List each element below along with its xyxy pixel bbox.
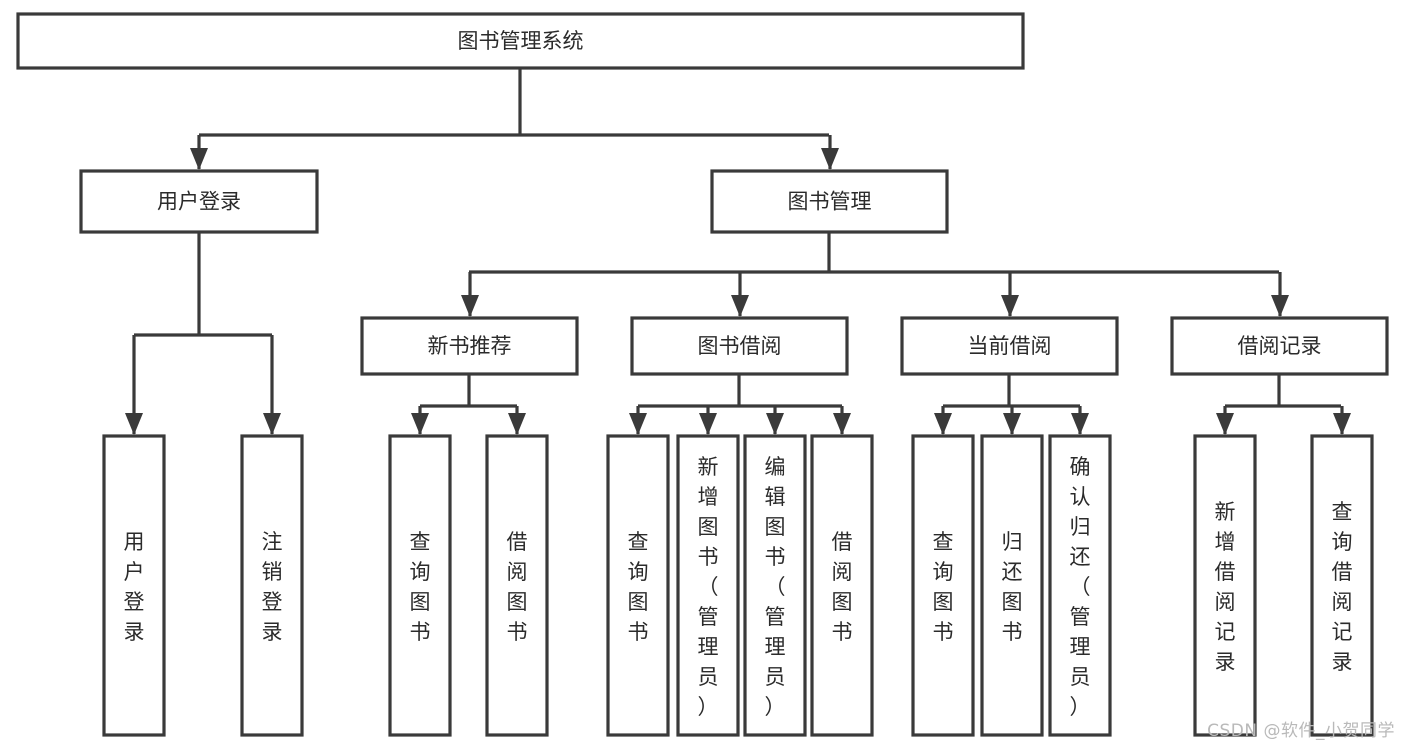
node-box[interactable] [710, 169, 949, 234]
node-label: 新书推荐 [428, 334, 512, 358]
node-label: 图书借阅 [698, 334, 782, 358]
node-label: 当前借阅 [968, 334, 1052, 358]
edge-arrowhead [629, 413, 647, 435]
node-leaf-user-login[interactable]: 用户登录 [102, 434, 166, 737]
node-label: 查询借阅记录 [1332, 500, 1353, 674]
edge-group [125, 232, 281, 435]
edge-arrowhead [411, 413, 429, 435]
node-label: 新增借阅记录 [1215, 500, 1236, 674]
edges-layer [125, 68, 1351, 435]
node-current-borrow[interactable]: 当前借阅 [900, 316, 1119, 376]
edge-group [1216, 374, 1351, 435]
node-leaf-query-borrow-record[interactable]: 查询借阅记录 [1310, 434, 1374, 737]
node-leaf-add-borrow-record[interactable]: 新增借阅记录 [1193, 434, 1257, 737]
node-leaf-query-book-1[interactable]: 查询图书 [388, 434, 452, 737]
edge-arrowhead [699, 413, 717, 435]
node-label: 编辑图书（管理员） [765, 455, 786, 719]
node-box[interactable] [485, 434, 549, 737]
node-box[interactable] [980, 434, 1044, 737]
edge-group [461, 232, 1289, 317]
edge-arrowhead [821, 148, 839, 170]
node-box[interactable] [606, 434, 670, 737]
edge-arrowhead [125, 413, 143, 435]
node-label: 借阅图书 [507, 530, 528, 644]
node-label: 查询图书 [410, 530, 431, 644]
edge-arrowhead [508, 413, 526, 435]
node-label: 图书管理系统 [458, 29, 584, 53]
nodes-layer: 图书管理系统用户登录图书管理新书推荐图书借阅当前借阅借阅记录用户登录注销登录查询… [16, 12, 1389, 737]
node-box[interactable] [743, 434, 807, 737]
node-box[interactable] [102, 434, 166, 737]
node-label: 用户登录 [157, 190, 241, 214]
node-box[interactable] [900, 316, 1119, 376]
edge-group [190, 68, 839, 170]
edge-arrowhead [1216, 413, 1234, 435]
node-box[interactable] [240, 434, 304, 737]
node-box[interactable] [630, 316, 849, 376]
node-borrow-record[interactable]: 借阅记录 [1170, 316, 1389, 376]
node-box[interactable] [360, 316, 579, 376]
edge-arrowhead [1003, 413, 1021, 435]
node-leaf-return-book[interactable]: 归还图书 [980, 434, 1044, 737]
node-label: 借阅记录 [1238, 334, 1322, 358]
node-label: 新增图书（管理员） [698, 455, 719, 719]
node-box[interactable] [388, 434, 452, 737]
node-user-login[interactable]: 用户登录 [79, 169, 319, 234]
node-box[interactable] [810, 434, 874, 737]
node-box[interactable] [16, 12, 1025, 70]
edge-group [934, 374, 1089, 435]
node-book-manage[interactable]: 图书管理 [710, 169, 949, 234]
node-box[interactable] [1048, 434, 1112, 737]
node-leaf-confirm-return-admin[interactable]: 确认归还（管理员） [1048, 434, 1112, 737]
edge-arrowhead [1333, 413, 1351, 435]
node-label: 用户登录 [124, 530, 145, 644]
edge-group [629, 374, 851, 435]
node-box[interactable] [1193, 434, 1257, 737]
node-label: 注销登录 [262, 530, 283, 644]
node-root-图书管理系统[interactable]: 图书管理系统 [16, 12, 1025, 70]
node-label: 归还图书 [1002, 530, 1023, 644]
node-label: 查询图书 [933, 530, 954, 644]
node-box[interactable] [911, 434, 975, 737]
node-box[interactable] [1310, 434, 1374, 737]
node-label: 借阅图书 [832, 530, 853, 644]
edge-arrowhead [1001, 295, 1019, 317]
node-box[interactable] [79, 169, 319, 234]
node-leaf-borrow-book-1[interactable]: 借阅图书 [485, 434, 549, 737]
node-new-book-rec[interactable]: 新书推荐 [360, 316, 579, 376]
node-leaf-user-logout[interactable]: 注销登录 [240, 434, 304, 737]
node-leaf-query-book-3[interactable]: 查询图书 [911, 434, 975, 737]
node-book-borrow[interactable]: 图书借阅 [630, 316, 849, 376]
edge-arrowhead [1271, 295, 1289, 317]
node-leaf-add-book-admin[interactable]: 新增图书（管理员） [676, 434, 740, 737]
node-leaf-query-book-2[interactable]: 查询图书 [606, 434, 670, 737]
node-leaf-borrow-book-2[interactable]: 借阅图书 [810, 434, 874, 737]
edge-group [411, 374, 526, 435]
edge-arrowhead [461, 295, 479, 317]
edge-arrowhead [934, 413, 952, 435]
node-leaf-edit-book-admin[interactable]: 编辑图书（管理员） [743, 434, 807, 737]
watermark-text: CSDN @软件_小贺同学 [1207, 721, 1395, 741]
node-box[interactable] [676, 434, 740, 737]
edge-arrowhead [190, 148, 208, 170]
node-label: 图书管理 [788, 190, 872, 214]
edge-arrowhead [263, 413, 281, 435]
edge-arrowhead [731, 295, 749, 317]
edge-arrowhead [833, 413, 851, 435]
node-label: 查询图书 [628, 530, 649, 644]
edge-arrowhead [766, 413, 784, 435]
node-box[interactable] [1170, 316, 1389, 376]
edge-arrowhead [1071, 413, 1089, 435]
node-label: 确认归还（管理员） [1070, 455, 1091, 719]
